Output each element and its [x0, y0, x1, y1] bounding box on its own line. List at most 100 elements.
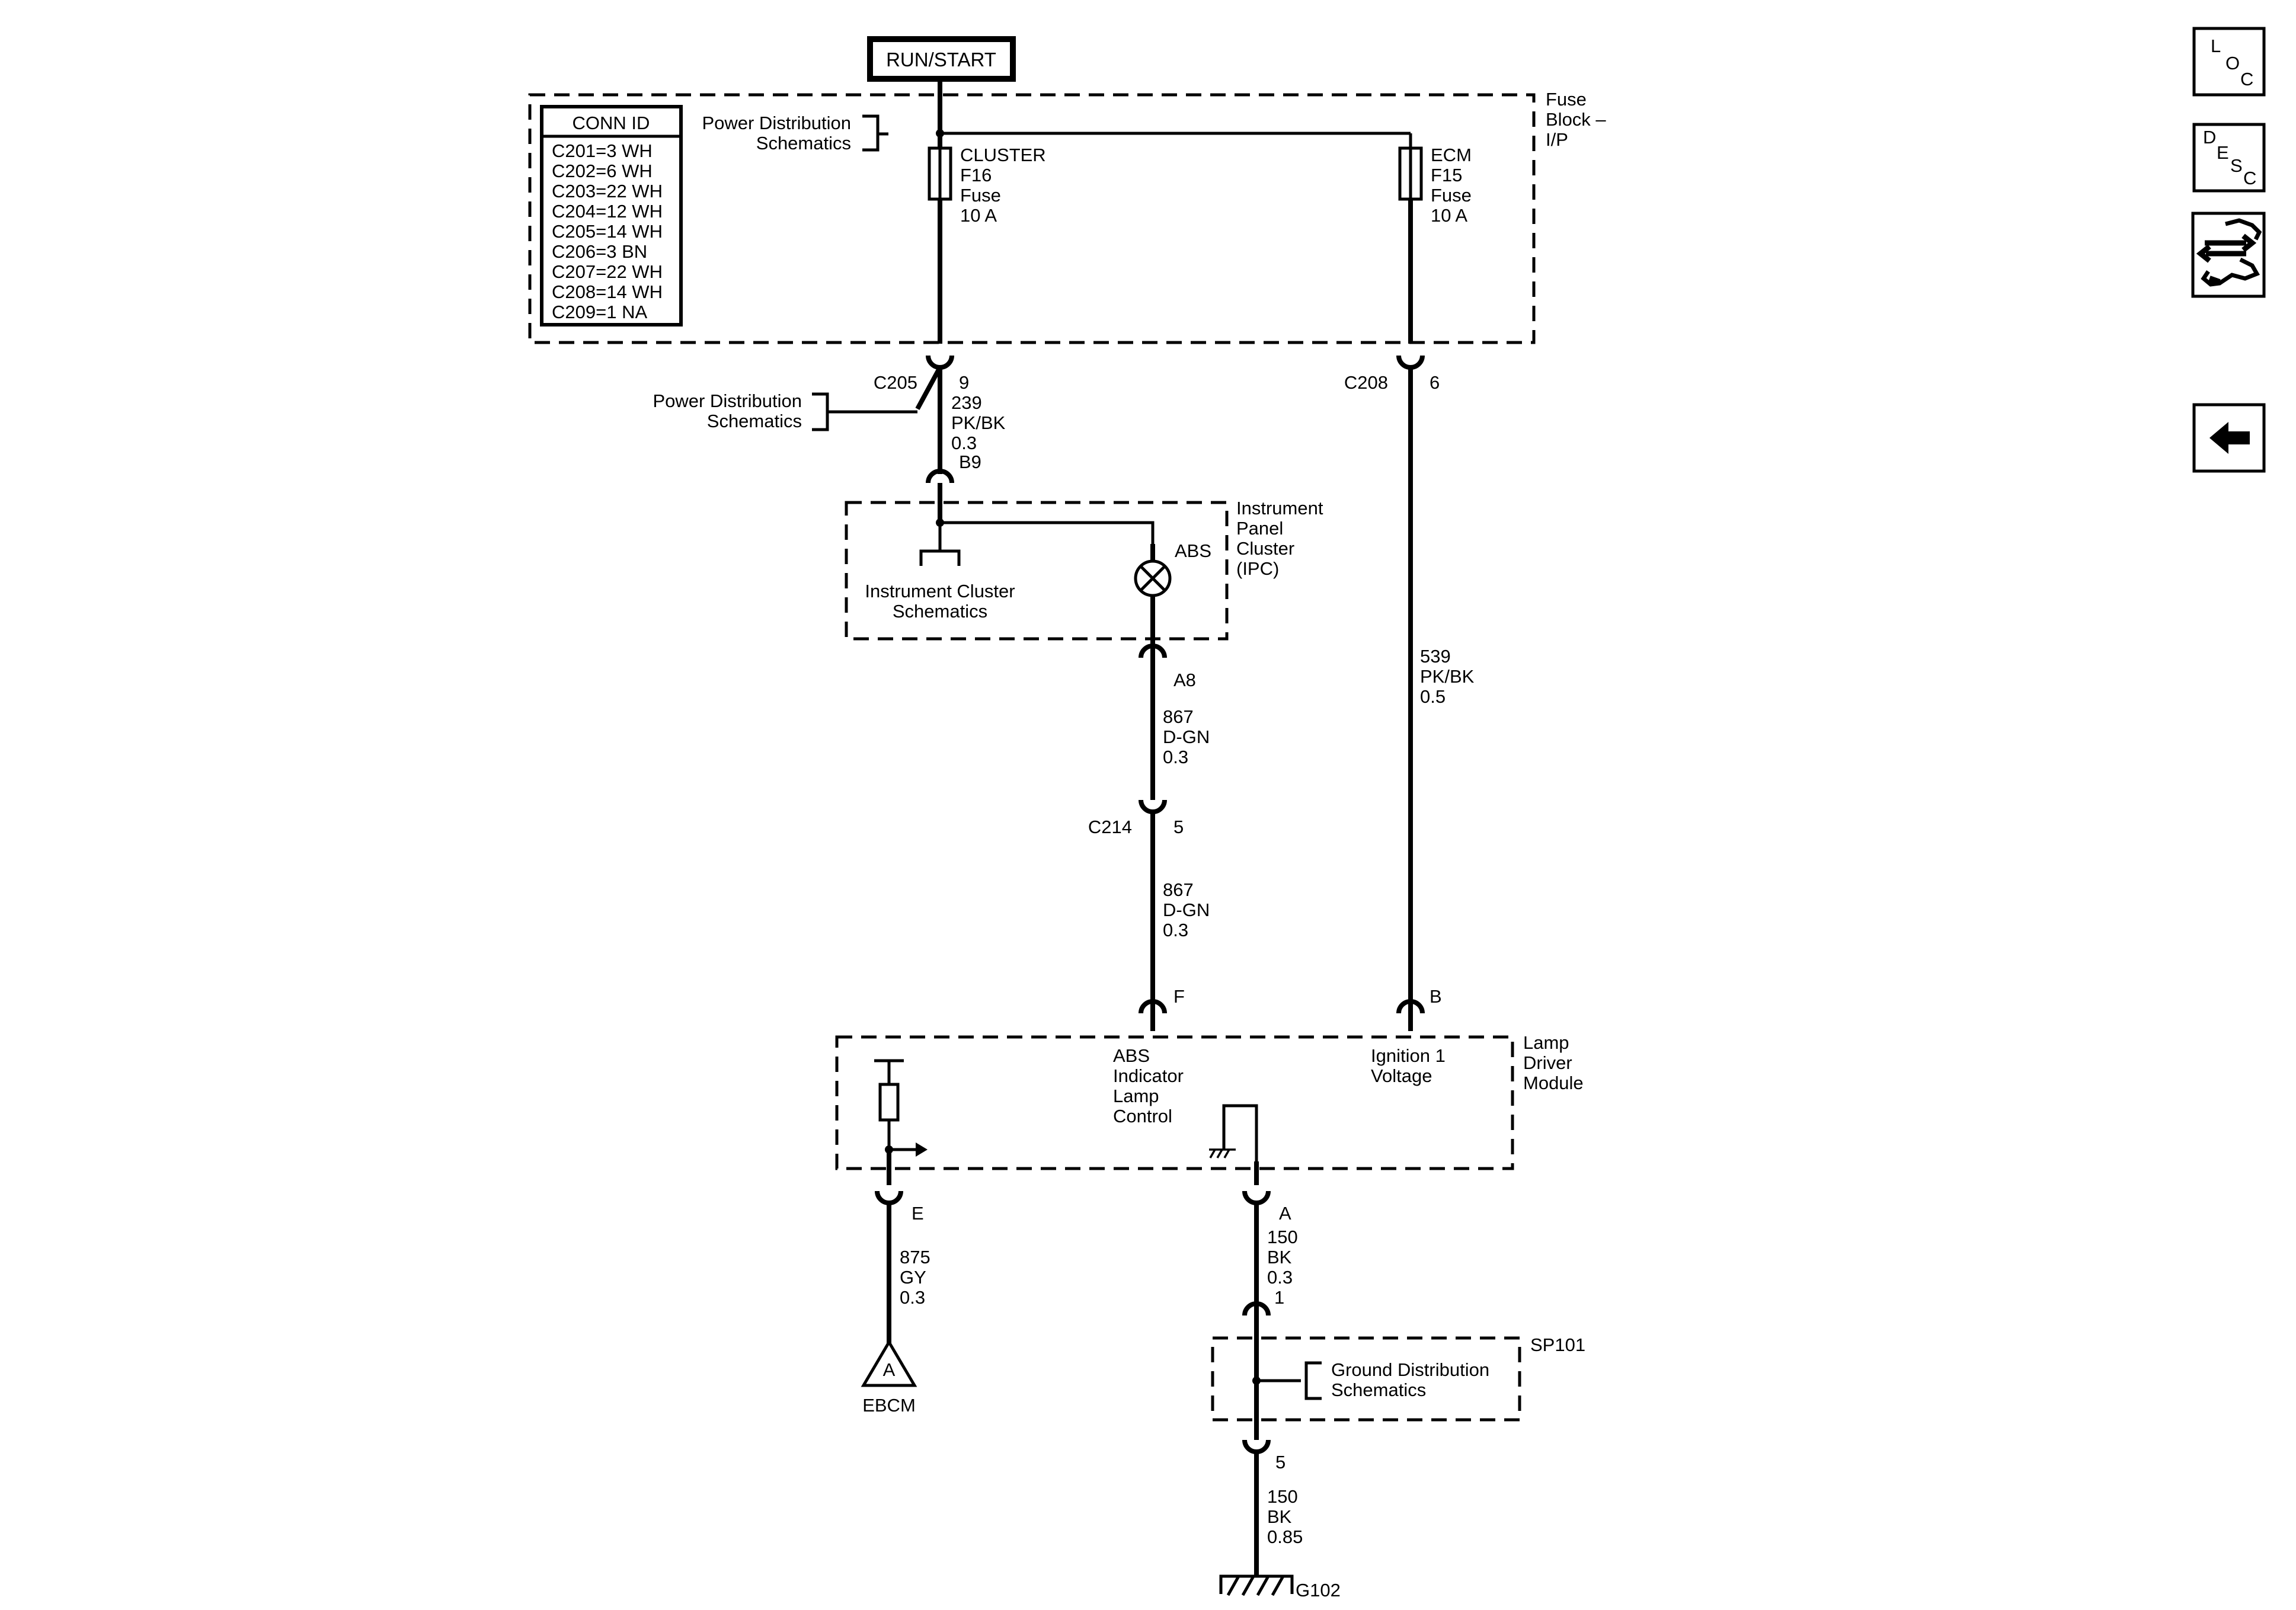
bus-splice-dot [936, 129, 944, 137]
ebcm-marker[interactable]: A [861, 1339, 917, 1387]
svg-text:867: 867 [1163, 879, 1194, 900]
svg-text:I/P: I/P [1546, 129, 1568, 150]
ground-g102-icon [1219, 1574, 1294, 1596]
svg-text:C: C [2240, 69, 2253, 89]
svg-text:239: 239 [951, 392, 982, 413]
lamp-driver-module-outline [835, 1035, 1514, 1170]
back-arrow-icon [2209, 422, 2250, 454]
conn-row: C209=1 NA [552, 302, 647, 322]
svg-text:Lamp: Lamp [1523, 1032, 1569, 1053]
svg-text:875: 875 [900, 1247, 930, 1267]
svg-text:ABS: ABS [1113, 1045, 1150, 1066]
svg-text:Cluster: Cluster [1236, 538, 1294, 559]
fuse-f15 [1398, 146, 1423, 201]
svg-text:Module: Module [1523, 1073, 1584, 1093]
svg-text:0.3: 0.3 [951, 433, 977, 453]
svg-text:Control: Control [1113, 1106, 1172, 1126]
c205-branch-wire [915, 366, 942, 410]
ebcm-label: EBCM [862, 1395, 916, 1416]
conn-row: C203=22 WH [552, 181, 663, 201]
wire-875-label: 875 GY 0.3 [900, 1247, 930, 1308]
power-distribution-ref-top[interactable]: Power Distribution Schematics [702, 113, 888, 153]
svg-text:0.3: 0.3 [1163, 747, 1188, 767]
svg-text:C: C [2243, 168, 2256, 188]
svg-text:Instrument: Instrument [1236, 498, 1323, 518]
svg-text:10 A: 10 A [960, 205, 997, 226]
back-button[interactable] [2192, 403, 2266, 473]
c208-pin: 6 [1430, 372, 1440, 393]
conn-row: C206=3 BN [552, 241, 647, 262]
svg-text:GY: GY [900, 1267, 926, 1288]
power-distribution-ref-c205[interactable]: Power Distribution Schematics [653, 391, 917, 431]
svg-text:PK/BK: PK/BK [1420, 666, 1475, 687]
ignition-1-voltage-label: Ignition 1 Voltage [1371, 1045, 1446, 1086]
svg-text:0.5: 0.5 [1420, 686, 1446, 707]
svg-text:ECM: ECM [1431, 145, 1472, 165]
svg-text:Ground Distribution: Ground Distribution [1331, 1359, 1489, 1380]
instrument-cluster-ref[interactable]: Instrument Cluster Schematics [865, 581, 1015, 622]
svg-text:Fuse: Fuse [1546, 89, 1587, 110]
b9-label: B9 [959, 452, 981, 472]
svg-text:Panel: Panel [1236, 518, 1283, 539]
wire-539-label: 539 PK/BK 0.5 [1420, 646, 1475, 707]
c214-pin: 5 [1173, 817, 1184, 837]
abs-lamp-feed-wire [940, 521, 1155, 544]
g102-label: G102 [1296, 1580, 1341, 1601]
ipc-name: Instrument Panel Cluster (IPC) [1236, 498, 1323, 579]
abs-indicator-lamp-control-label: ABS Indicator Lamp Control [1113, 1045, 1184, 1126]
svg-text:Schematics: Schematics [707, 411, 802, 431]
svg-text:0.3: 0.3 [900, 1287, 925, 1308]
instrument-cluster-ref-bracket [919, 549, 961, 566]
wire-867-upper-label: 867 D-GN 0.3 [1163, 706, 1210, 767]
svg-text:0.3: 0.3 [1267, 1267, 1293, 1288]
conn-row: C205=14 WH [552, 221, 663, 242]
svg-text:O: O [2225, 53, 2240, 73]
abs-lamp-icon [1134, 559, 1172, 597]
svg-text:0.3: 0.3 [1163, 920, 1188, 940]
svg-text:Instrument Cluster: Instrument Cluster [865, 581, 1015, 601]
svg-text:Voltage: Voltage [1371, 1065, 1432, 1086]
wire-867-lower-label: 867 D-GN 0.3 [1163, 879, 1210, 940]
loc-button[interactable]: L O C [2192, 27, 2266, 97]
svg-text:E: E [2217, 142, 2229, 163]
fuse-block-name: Fuse Block – I/P [1546, 89, 1606, 150]
connector-c208 [1396, 355, 1425, 370]
run-start-text: RUN/START [886, 49, 996, 71]
svg-text:Schematics: Schematics [1331, 1379, 1426, 1400]
connector-sp101-in [1242, 1301, 1271, 1316]
fuse-f15-label: ECM F15 Fuse 10 A [1431, 145, 1472, 226]
svg-text:Schematics: Schematics [756, 133, 851, 153]
connector-a8 [1139, 644, 1167, 658]
svg-text:PK/BK: PK/BK [951, 412, 1006, 433]
ipc-outline [845, 501, 1229, 641]
svg-text:D-GN: D-GN [1163, 900, 1210, 920]
connector-c205 [926, 355, 954, 370]
svg-text:150: 150 [1267, 1486, 1298, 1507]
ground-distribution-ref[interactable]: Ground Distribution Schematics [1331, 1359, 1489, 1400]
wire-150-upper-label: 150 BK 0.3 [1267, 1227, 1298, 1288]
svg-text:Fuse: Fuse [960, 185, 1001, 206]
conn-row: C204=12 WH [552, 201, 663, 222]
sp101-out-pin: 5 [1275, 1452, 1285, 1473]
conn-row: C207=22 WH [552, 261, 663, 282]
a8-label: A8 [1173, 670, 1196, 690]
desc-button[interactable]: D E S C [2192, 123, 2266, 193]
ldm-input-circuit [874, 1059, 928, 1185]
connector-sp101-out [1242, 1439, 1271, 1454]
sp101-in-pin: 1 [1274, 1287, 1284, 1308]
svg-text:BK: BK [1267, 1506, 1292, 1527]
svg-text:539: 539 [1420, 646, 1451, 667]
conn-id-table: CONN ID C201=3 WH C202=6 WH C203=22 WH C… [540, 105, 683, 327]
svg-text:A: A [883, 1359, 896, 1380]
fuse-f16-label: CLUSTER F16 Fuse 10 A [960, 145, 1046, 226]
conn-id-title: CONN ID [573, 113, 650, 133]
lamp-driver-module-name: Lamp Driver Module [1523, 1032, 1584, 1093]
component-view-icon[interactable] [2191, 212, 2266, 298]
run-start-label: RUN/START [867, 36, 1016, 82]
conn-row: C202=6 WH [552, 161, 653, 181]
svg-text:F15: F15 [1431, 165, 1462, 185]
b-label: B [1430, 986, 1442, 1007]
svg-text:Schematics: Schematics [893, 601, 987, 622]
c205-label: C205 [874, 372, 917, 393]
